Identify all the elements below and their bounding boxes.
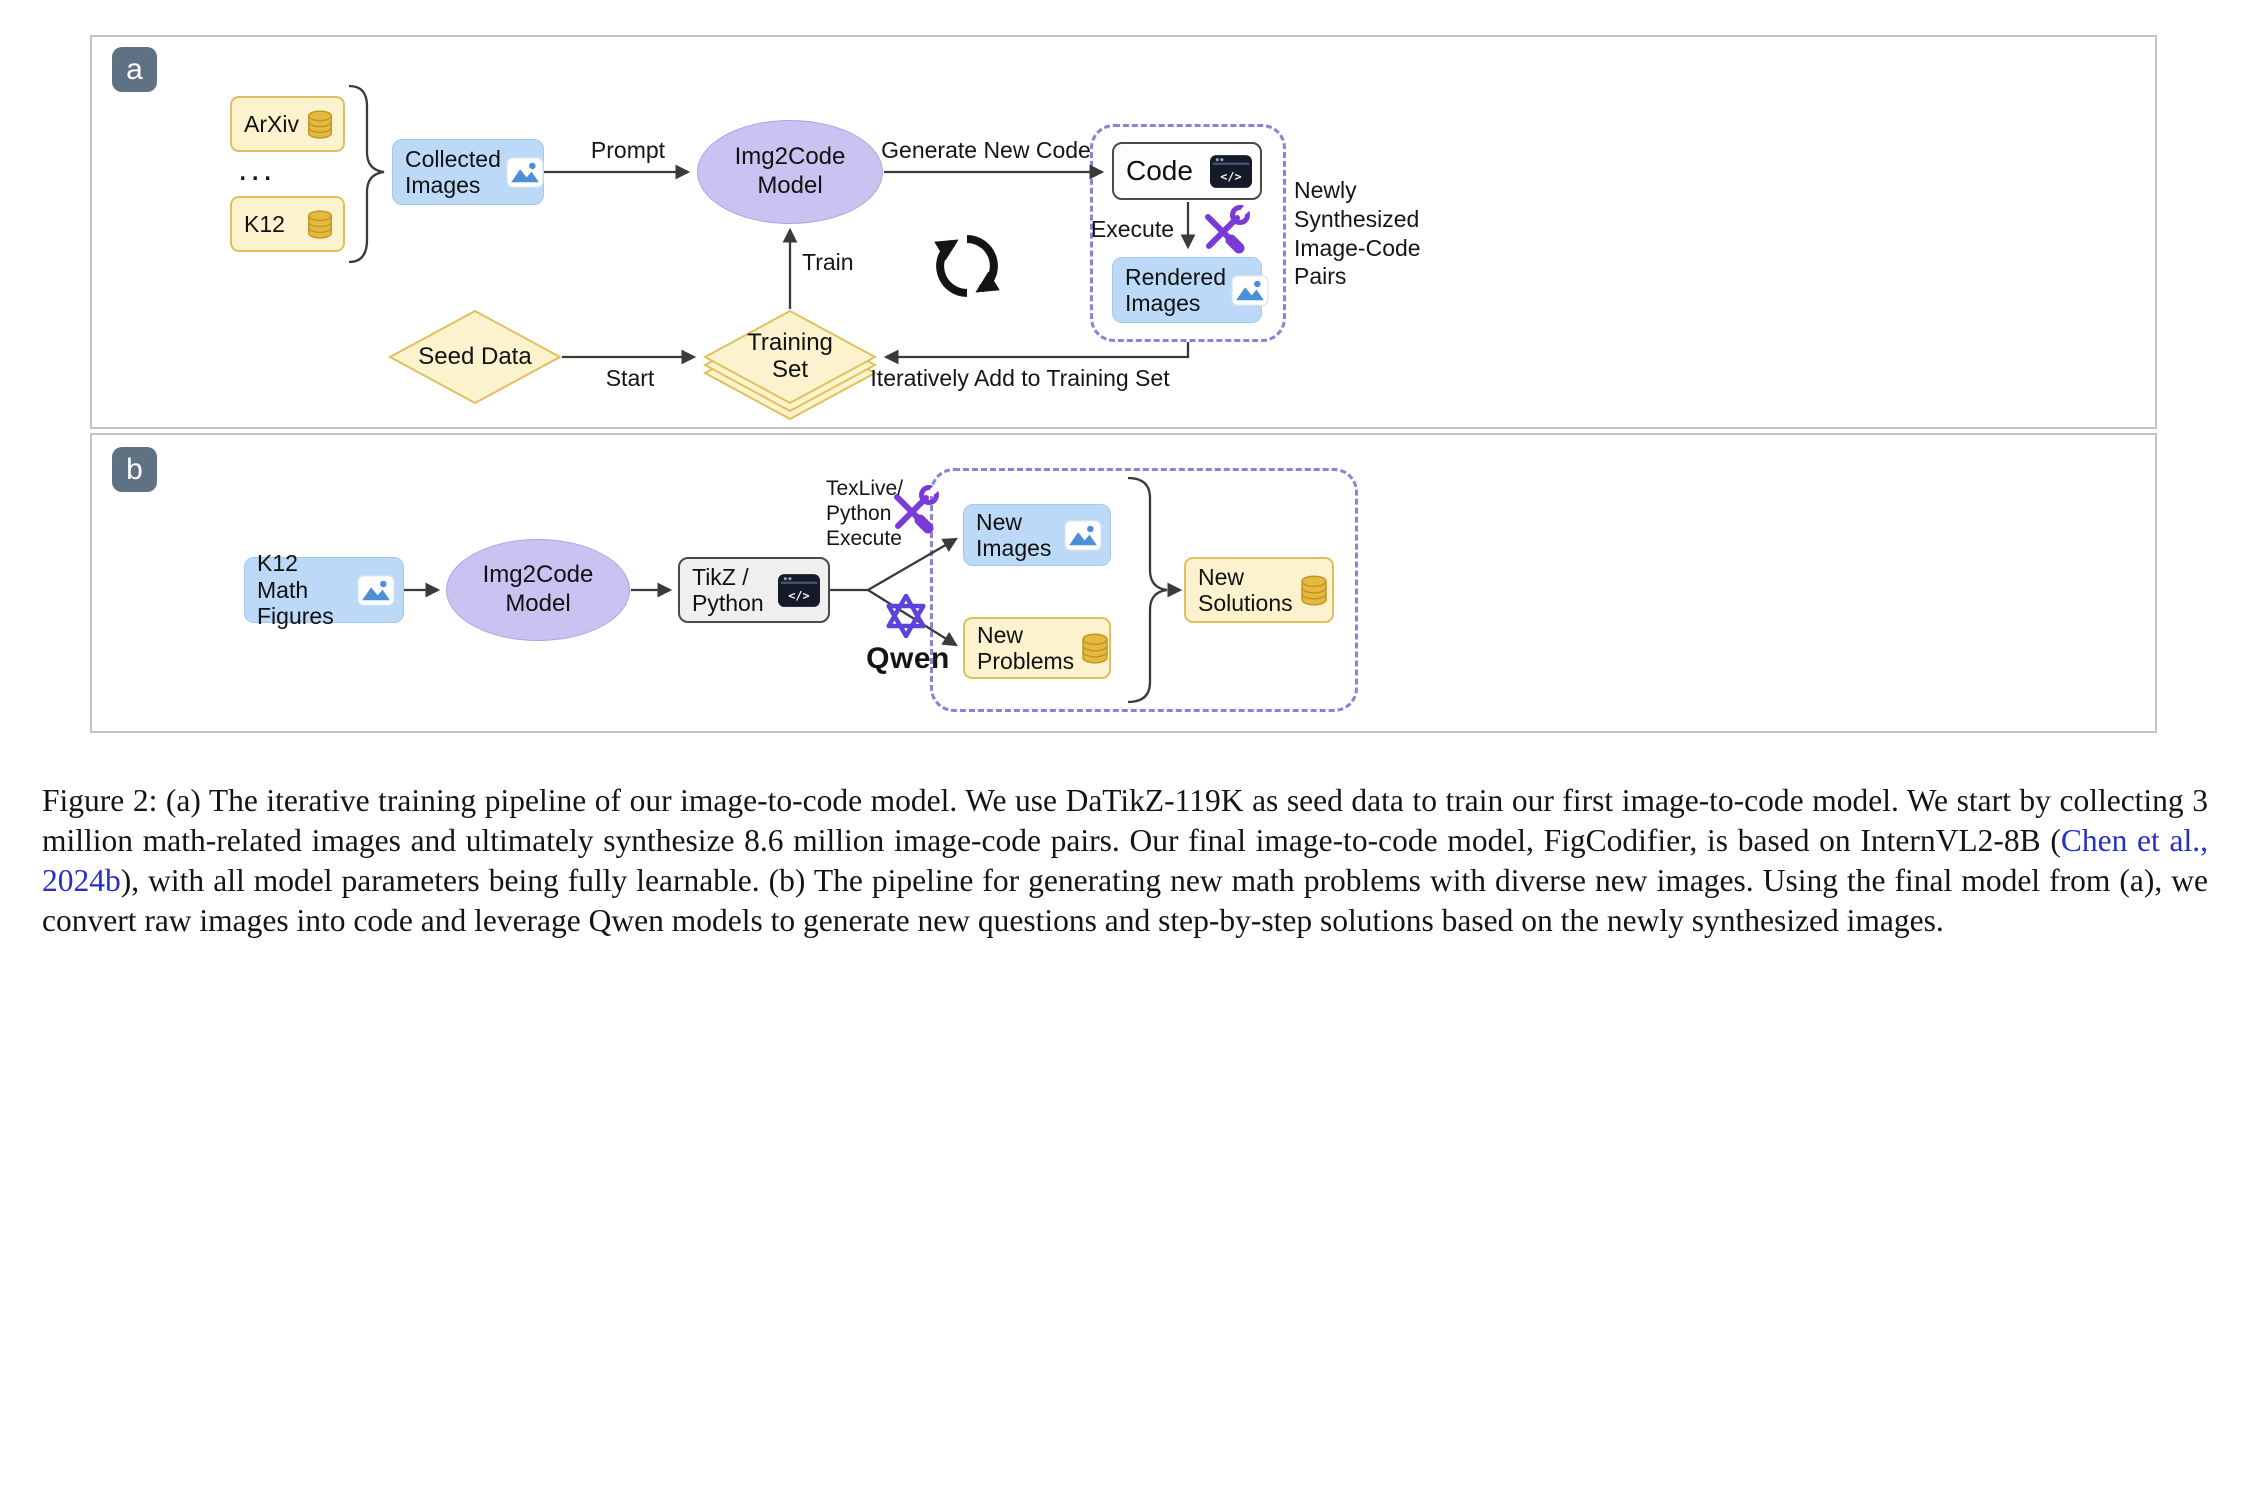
new-images-node: New Images bbox=[963, 504, 1111, 566]
database-icon bbox=[308, 209, 332, 239]
new-problems-node: New Problems bbox=[963, 617, 1111, 679]
k12-math-figures-label: K12 Math Figures bbox=[257, 550, 334, 630]
image-icon bbox=[1231, 274, 1269, 306]
img2code-model-a: Img2Code Model bbox=[697, 120, 883, 224]
database-icon bbox=[308, 109, 332, 139]
generate-new-code-label: Generate New Code bbox=[881, 137, 1091, 163]
start-label: Start bbox=[605, 365, 655, 391]
code-label: Code bbox=[1126, 154, 1193, 186]
prompt-label: Prompt bbox=[590, 137, 666, 163]
arxiv-node: ArXiv bbox=[230, 96, 345, 152]
image-icon bbox=[357, 574, 395, 606]
execute-label: Execute bbox=[1090, 216, 1174, 242]
panel-b-badge: b bbox=[112, 447, 157, 492]
seed-data-label: Seed Data bbox=[418, 342, 532, 370]
code-glyph: </> bbox=[1220, 169, 1241, 183]
new-solutions-label: New Solutions bbox=[1198, 563, 1293, 616]
new-solutions-node: New Solutions bbox=[1184, 557, 1334, 623]
code-window-icon: </> bbox=[778, 573, 820, 607]
caption-text-2: ), with all model parameters being fully… bbox=[42, 863, 2208, 938]
iteratively-add-label: Iteratively Add to Training Set bbox=[870, 365, 1170, 391]
rendered-images-node: Rendered Images bbox=[1112, 257, 1269, 323]
image-icon bbox=[1064, 519, 1102, 551]
image-icon bbox=[506, 156, 544, 188]
train-label: Train bbox=[802, 249, 854, 275]
dashed-box-image-code-pairs bbox=[1090, 124, 1286, 342]
sources-ellipsis: ... bbox=[238, 150, 276, 188]
panel-a-badge: a bbox=[112, 47, 157, 92]
tikz-python-node: TikZ / Python </> bbox=[678, 557, 830, 623]
code-node: Code </> bbox=[1112, 142, 1262, 200]
new-images-label: New Images bbox=[976, 508, 1052, 561]
collected-images-node: Collected Images bbox=[392, 139, 544, 205]
code-glyph: </> bbox=[788, 588, 809, 602]
img2code-model-b: Img2Code Model bbox=[446, 539, 630, 641]
k12-label: K12 bbox=[244, 210, 285, 237]
figure-caption: Figure 2: (a) The iterative training pip… bbox=[42, 781, 2208, 941]
tikz-python-label: TikZ / Python bbox=[692, 563, 764, 616]
collected-images-label: Collected Images bbox=[405, 145, 501, 198]
texlive-python-execute-label: TexLive/ Python Execute bbox=[826, 477, 904, 551]
caption-text-1: Figure 2: (a) The iterative training pip… bbox=[42, 783, 2208, 858]
arxiv-label: ArXiv bbox=[244, 110, 299, 137]
citation-link[interactable]: Chen et al., 2024b bbox=[42, 823, 2208, 898]
rendered-images-label: Rendered Images bbox=[1125, 263, 1227, 316]
database-icon bbox=[1300, 574, 1327, 606]
qwen-wordmark: Qwen bbox=[866, 642, 950, 675]
database-icon bbox=[1082, 632, 1108, 664]
code-window-icon: </> bbox=[1210, 154, 1252, 188]
new-problems-label: New Problems bbox=[977, 621, 1075, 674]
k12-node: K12 bbox=[230, 196, 345, 252]
training-set-label: Training Set bbox=[747, 329, 833, 383]
k12-math-figures-node: K12 Math Figures bbox=[244, 550, 404, 629]
pairs-label: Newly Synthesized Image-Code Pairs bbox=[1294, 177, 1421, 290]
